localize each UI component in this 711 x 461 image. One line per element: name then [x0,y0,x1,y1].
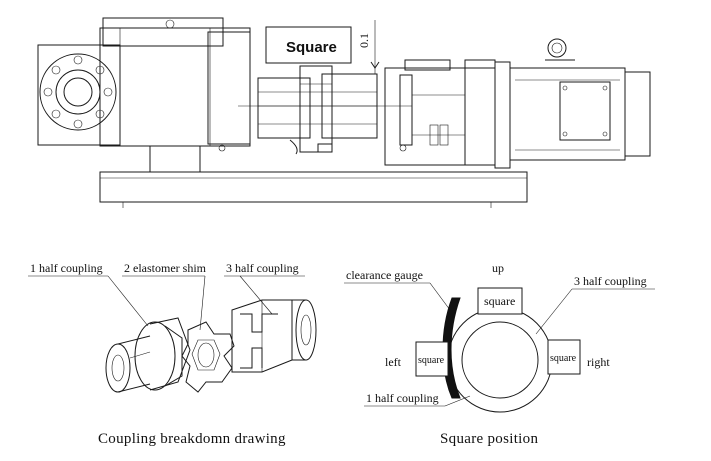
coupling-top-view [257,65,378,155]
square-top-label: square [484,294,515,308]
square-block-left [415,341,449,377]
gap-value-label: 0.1 [357,33,371,48]
square-gauge-box [265,26,352,64]
label-half-coupling-3-position: 3 half coupling [574,274,647,288]
square-block-right [547,339,581,375]
gearbox [384,59,496,166]
motor [494,38,651,169]
breakdown-caption: Coupling breakdomn drawing [98,431,286,447]
elastomer-shim-part [181,321,235,393]
coupling-inner-circle [461,321,539,399]
square-position-caption: Square position [440,431,538,447]
label-half-coupling-1-position: 1 half coupling [366,391,439,405]
label-half-coupling-1: 1 half coupling [30,261,103,275]
square-right-label: square [550,353,577,364]
label-left: left [385,355,402,369]
label-right: right [587,355,610,369]
pump-body [99,17,251,173]
pump-assembly-drawing: Square 0.1 [37,17,651,208]
coupling-breakdown-drawing: 1 half coupling 2 elastomer shim 3 half … [28,261,317,447]
square-left-label: square [418,355,445,366]
label-elastomer-shim: 2 elastomer shim [124,261,207,275]
half-coupling-3-part [231,299,317,373]
pump-flange [37,44,121,146]
square-label: Square [286,39,337,56]
label-clearance-gauge: clearance gauge [346,268,423,282]
coupling-outer-circle [447,307,553,413]
square-block-top [477,287,523,315]
label-up: up [492,261,504,275]
lifting-eye-icon [547,38,567,58]
label-half-coupling-3-breakdown: 3 half coupling [226,261,299,275]
half-coupling-1-part [105,317,191,393]
square-position-drawing: clearance gauge up 3 half coupling squar… [344,261,655,447]
base-plate [99,171,528,203]
